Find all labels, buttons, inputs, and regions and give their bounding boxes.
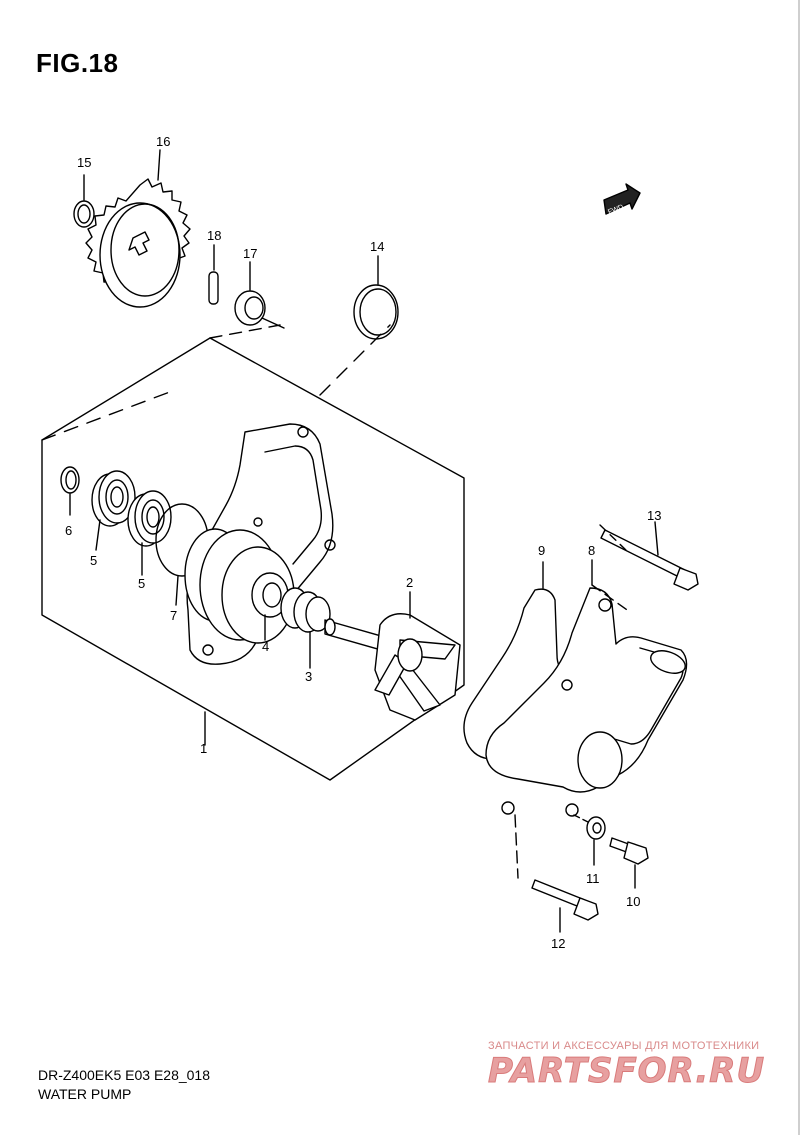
bearing-5a <box>91 470 136 551</box>
callout-5a: 5 <box>90 553 97 568</box>
callout-1: 1 <box>200 741 207 756</box>
callout-17: 17 <box>243 246 257 261</box>
mechanical-seal-3 <box>280 587 331 669</box>
callout-12: 12 <box>551 936 565 951</box>
callout-6: 6 <box>65 523 72 538</box>
callout-8: 8 <box>588 543 595 558</box>
impeller-2 <box>324 591 461 721</box>
callout-15: 15 <box>77 155 91 170</box>
bolt-13 <box>599 521 699 591</box>
callout-10: 10 <box>626 894 640 909</box>
pump-cover-8 <box>485 559 688 817</box>
callout-9: 9 <box>538 543 545 558</box>
callout-16: 16 <box>156 134 170 149</box>
watermark: ЗАПЧАСТИ И АКСЕССУАРЫ ДЛЯ МОТОТЕХНИКИ PA… <box>488 1040 788 1091</box>
bolt-12 <box>514 814 599 933</box>
watermark-logo: PARTSFOR.RU <box>488 1051 766 1091</box>
bearing-5b <box>127 490 172 576</box>
circlip-6 <box>60 466 80 516</box>
washer-17 <box>234 261 285 329</box>
callout-14: 14 <box>370 239 384 254</box>
assembly-bracket-1 <box>41 324 465 781</box>
bolt-10 <box>609 837 649 889</box>
callout-3: 3 <box>305 669 312 684</box>
pin-18 <box>208 244 219 305</box>
model-code: DR-Z400EK5 E03 E28_018 <box>38 1067 210 1083</box>
gear-16 <box>85 149 191 308</box>
pump-body <box>184 423 336 665</box>
callout-2: 2 <box>406 575 413 590</box>
washer-11 <box>573 814 606 866</box>
circlip-15 <box>73 174 95 228</box>
o-ring-14 <box>353 255 399 340</box>
diagram-name: WATER PUMP <box>38 1086 132 1102</box>
watermark-tagline: ЗАПЧАСТИ И АКСЕССУАРЫ ДЛЯ МОТОТЕХНИКИ <box>488 1040 760 1052</box>
fwd-arrow <box>603 183 641 215</box>
callout-7: 7 <box>170 608 177 623</box>
callout-4: 4 <box>262 639 269 654</box>
callout-13: 13 <box>647 508 661 523</box>
callout-11: 11 <box>586 871 600 886</box>
figure-title: FIG.18 <box>36 48 119 78</box>
callout-labels: 1 2 3 4 5 5 6 7 8 9 10 11 12 13 14 15 16… <box>65 134 661 951</box>
callout-18: 18 <box>207 228 221 243</box>
callout-5b: 5 <box>138 576 145 591</box>
